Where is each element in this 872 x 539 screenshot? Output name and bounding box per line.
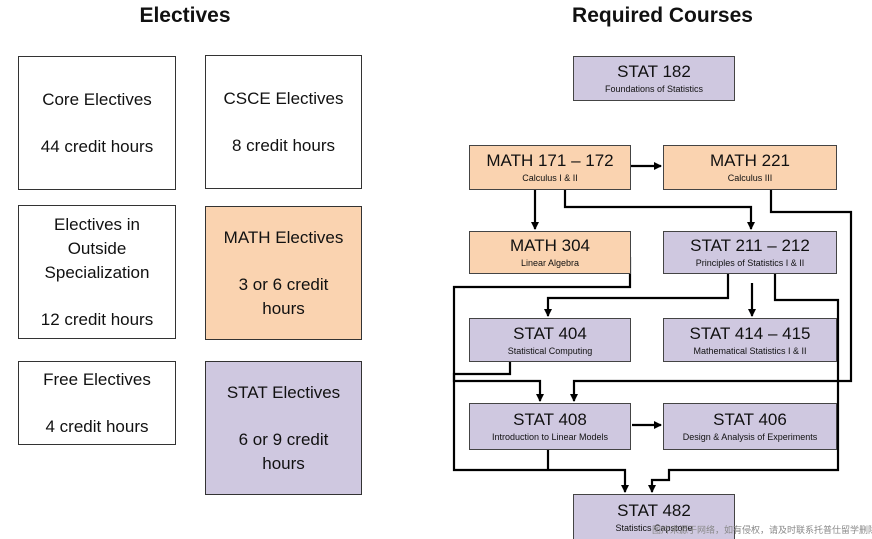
required-courses-title: Required Courses — [572, 4, 753, 27]
line-math304-to-stat408 — [452, 257, 632, 402]
course-code: MATH 171 – 172 — [486, 151, 614, 170]
course-code: STAT 482 — [617, 500, 691, 520]
course-name: Introduction to Linear Models — [491, 432, 609, 442]
csce-electives-hours: 8 credit hours — [232, 135, 335, 155]
course-name: Statistical Computing — [507, 345, 593, 356]
course-name: Linear Algebra — [520, 258, 580, 268]
outside-specialization-box: Electives in Outside Specialization 12 c… — [18, 205, 176, 339]
stat-electives-label: STAT Electives — [226, 382, 341, 402]
line-stat211-to-stat482 — [648, 274, 840, 493]
course-math221: MATH 221 Calculus III — [663, 145, 837, 190]
course-code: STAT 182 — [617, 62, 691, 81]
course-code: MATH 221 — [710, 151, 790, 170]
csce-electives-box: CSCE Electives 8 credit hours — [205, 55, 362, 189]
course-code: STAT 211 – 212 — [690, 236, 810, 255]
course-name: Mathematical Statistics I & II — [693, 345, 807, 356]
course-name: Calculus I & II — [522, 173, 578, 183]
math-electives-hours-1: 3 or 6 credit — [238, 274, 329, 294]
stat-electives-box: STAT Electives 6 or 9 credit hours — [205, 361, 362, 495]
course-stat404: STAT 404 Statistical Computing — [469, 318, 631, 362]
course-name: Calculus III — [727, 173, 773, 183]
stat-electives-hours-2: hours — [262, 453, 305, 473]
line-math221-to-stat408 — [570, 190, 853, 402]
stat-electives-hours-1: 6 or 9 credit — [238, 429, 329, 449]
course-name: Statistics Capstone — [615, 522, 693, 533]
course-stat482: STAT 482 Statistics Capstone — [573, 494, 735, 539]
course-stat211-212: STAT 211 – 212 Principles of Statistics … — [663, 231, 837, 274]
course-code: STAT 406 — [713, 410, 787, 429]
watermark-text: 图片来源于网络，如有侵权，请及时联系托普仕留学删除 — [652, 525, 872, 535]
course-name: Foundations of Statistics — [604, 84, 704, 94]
course-name: Design & Analysis of Experiments — [682, 432, 818, 442]
outside-specialization-label-2: Outside — [67, 238, 127, 258]
line-stat404-to-stat482 — [452, 362, 629, 493]
math-electives-label: MATH Electives — [223, 227, 344, 247]
course-stat182: STAT 182 Foundations of Statistics — [573, 56, 735, 101]
course-code: STAT 414 – 415 — [689, 323, 811, 343]
core-electives-box: Core Electives 44 credit hours — [18, 56, 176, 190]
course-name: Principles of Statistics I & II — [695, 258, 805, 268]
arrow-math171-to-stat211 — [563, 190, 755, 230]
course-code: STAT 404 — [513, 323, 587, 343]
course-math304: MATH 304 Linear Algebra — [469, 231, 631, 274]
course-code: MATH 304 — [510, 236, 590, 255]
free-electives-box: Free Electives 4 credit hours — [18, 361, 176, 445]
course-code: STAT 408 — [513, 410, 587, 429]
math-electives-box: MATH Electives 3 or 6 credit hours — [205, 206, 362, 340]
outside-specialization-hours: 12 credit hours — [40, 309, 154, 329]
course-stat408: STAT 408 Introduction to Linear Models — [469, 403, 631, 450]
math-electives-hours-2: hours — [262, 298, 305, 318]
course-stat406: STAT 406 Design & Analysis of Experiment… — [663, 403, 837, 450]
core-electives-hours: 44 credit hours — [40, 136, 154, 156]
electives-title: Electives — [139, 4, 231, 27]
csce-electives-label: CSCE Electives — [223, 88, 344, 108]
arrow-stat211-to-stat404 — [544, 274, 730, 317]
course-math171-172: MATH 171 – 172 Calculus I & II — [469, 145, 631, 190]
course-stat414-415: STAT 414 – 415 Mathematical Statistics I… — [663, 318, 837, 362]
outside-specialization-label-1: Electives in — [54, 214, 140, 234]
free-electives-hours: 4 credit hours — [45, 416, 149, 436]
free-electives-label: Free Electives — [43, 369, 151, 389]
outside-specialization-label-3: Specialization — [44, 262, 150, 282]
core-electives-label: Core Electives — [42, 89, 152, 109]
